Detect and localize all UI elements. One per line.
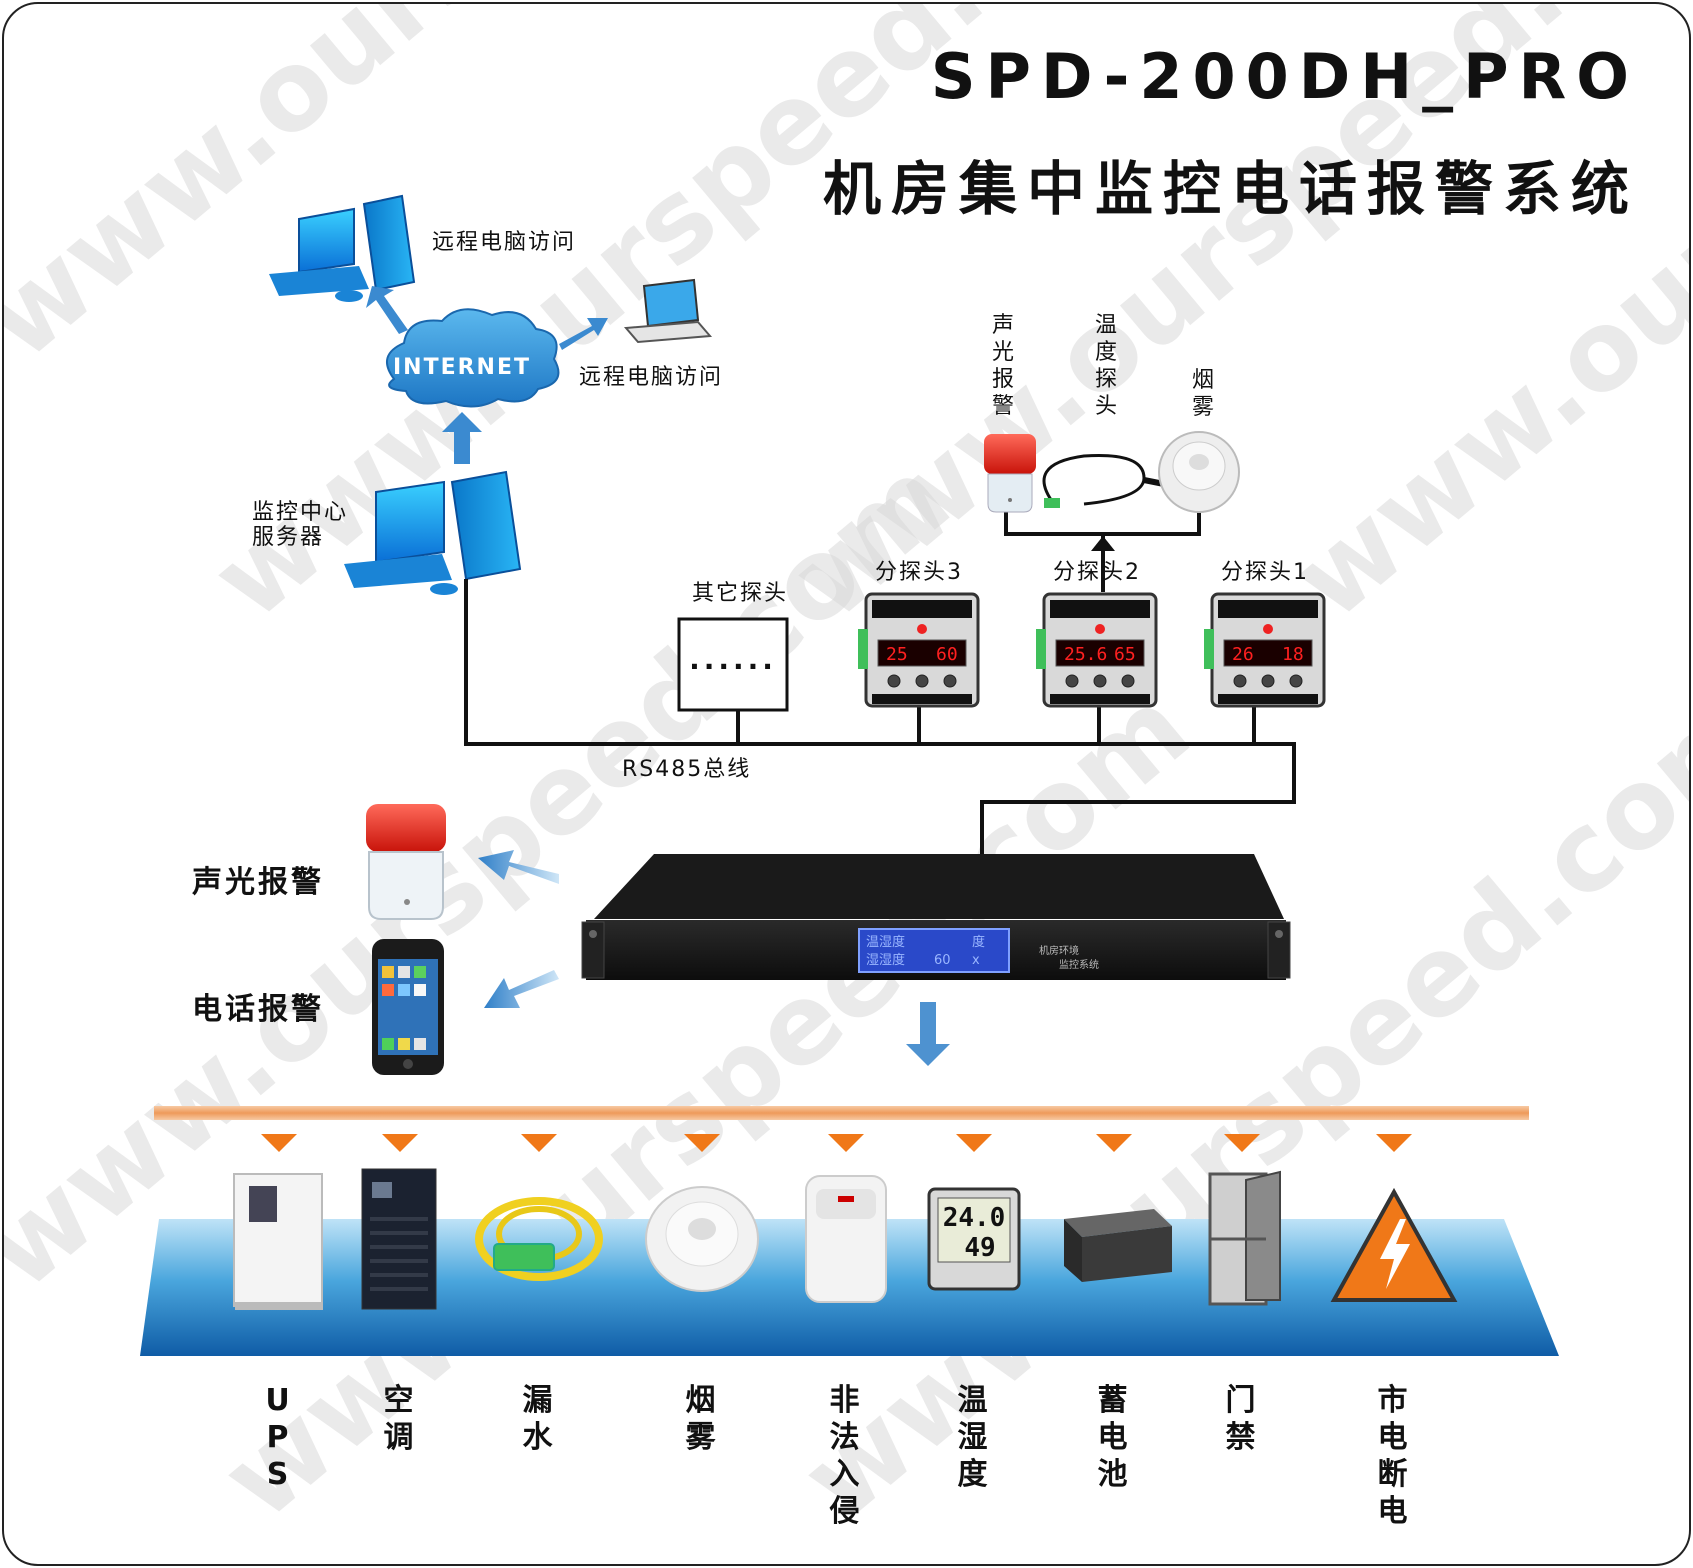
water-leak-icon (475, 1197, 603, 1281)
title-model: SPD-200DH_PRO (931, 40, 1639, 113)
top-sound-light-alarm-icon (984, 434, 1036, 513)
main-lcd-display (858, 928, 1010, 973)
remote-desktop-pc-icon (269, 194, 416, 302)
title-name: 机房集中监控电话报警系统 (823, 155, 1639, 223)
probe-unit-3: 分探头3 25 60 (858, 560, 980, 708)
top-sensor-label-1: 声光报警 (992, 313, 1016, 419)
equipment-label: 空调 (384, 1383, 417, 1455)
equipment-6: 24.049 温湿度 (927, 1134, 1021, 1492)
thermo-temp-readout: 24.0 (943, 1203, 1006, 1233)
down-triangle-icon (382, 1134, 418, 1152)
arrow-server-to-internet-icon (442, 412, 482, 464)
top-sensor-label-2: 温度探头 (1095, 313, 1119, 419)
air-conditioner-icon (361, 1168, 437, 1310)
arrow-up-to-remote-pc-icon (366, 286, 408, 334)
probe-unit-1: 分探头1 26 18 (1204, 560, 1326, 708)
probe-unit-temp: 26 (1232, 644, 1254, 665)
arrow-to-sound-alarm-icon (478, 850, 559, 884)
equipment-label: 门禁 (1226, 1383, 1259, 1455)
phone-alarm-label: 电话报警 (192, 992, 324, 1027)
main-lcd-mid: 60 (934, 953, 951, 968)
remote-pc-label-1: 远程电脑访问 (432, 230, 576, 255)
arrow-to-phone-alarm-icon (484, 970, 559, 1008)
server-label-line1: 监控中心 (252, 500, 348, 525)
probe-unit-label: 分探头3 (875, 560, 963, 585)
equipment-7: 蓄电池 (1064, 1134, 1172, 1492)
equipment-label: 非法入侵 (829, 1383, 863, 1529)
main-controller-unit: 温湿度 湿湿度 60 度 x 机房环境 监控系统 (581, 854, 1291, 980)
main-lcd-line2: 湿湿度 (866, 952, 905, 968)
down-triangle-icon (956, 1134, 992, 1152)
probe-unit-temp: 25 (886, 644, 908, 665)
equipment-bus-bar (154, 1106, 1529, 1120)
thermo-hum-readout: 49 (964, 1233, 995, 1263)
diagram-canvas: www.ourspeed.com www.ourspeed.com www.ou… (4, 4, 1689, 1544)
probe-unit-hum: 65 (1114, 644, 1136, 665)
server-label-line2: 服务器 (252, 525, 324, 550)
other-probe-box (677, 617, 789, 712)
down-triangle-icon (261, 1134, 297, 1152)
down-triangle-icon (1224, 1134, 1260, 1152)
battery-icon (1064, 1209, 1172, 1282)
equipment-8: 门禁 (1208, 1134, 1281, 1455)
door-icon (1208, 1170, 1281, 1306)
down-triangle-icon (521, 1134, 557, 1152)
equipment-label: 市电断电 (1378, 1383, 1411, 1529)
probe-unit-hum: 18 (1282, 644, 1304, 665)
equipment-label: 烟雾 (686, 1383, 719, 1455)
sound-light-alarm-label: 声光报警 (192, 865, 324, 900)
equipment-4: 烟雾 (645, 1134, 759, 1455)
sensor-join-arrow-icon (1091, 536, 1115, 551)
top-smoke-detector-icon (1158, 431, 1240, 513)
arrow-down-to-equipment-icon (906, 1002, 950, 1066)
equipment-9: 市电断电 (1330, 1134, 1458, 1529)
thermo-hygrometer-icon: 24.049 (927, 1187, 1021, 1291)
equipment-label: 蓄电池 (1098, 1383, 1131, 1492)
phone-alarm-icon (372, 939, 444, 1075)
main-lcd-right2: x (972, 953, 980, 968)
other-probe-label: 其它探头 (692, 581, 788, 606)
probe-unit-label: 分探头2 (1053, 560, 1141, 585)
top-sensor-label-3: 烟雾 (1192, 368, 1216, 420)
probe-unit-2: 分探头2 25.6 65 (1036, 560, 1158, 708)
other-probe-dots: ...... (689, 643, 777, 676)
down-triangle-icon (1096, 1134, 1132, 1152)
smoke-detector-icon (645, 1186, 759, 1292)
remote-pc-label-2: 远程电脑访问 (579, 365, 723, 390)
equipment-5: 非法入侵 (805, 1134, 887, 1529)
monitoring-server-icon (344, 470, 522, 595)
remote-laptop-icon (623, 278, 713, 344)
rs485-bus-label: RS485总线 (622, 757, 751, 782)
internet-label: INTERNET (393, 355, 531, 380)
main-unit-name-line1: 机房环境 (1039, 944, 1079, 957)
internet-cloud-icon (385, 308, 560, 408)
equipment-3: 漏水 (475, 1134, 603, 1455)
probe-unit-hum: 60 (936, 644, 958, 665)
down-triangle-icon (828, 1134, 864, 1152)
arrow-to-laptop-icon (559, 318, 608, 350)
probe-unit-temp: 25.6 (1064, 644, 1107, 665)
equipment-label: 漏水 (523, 1383, 556, 1455)
equipment-2: 空调 (361, 1134, 437, 1455)
power-failure-icon (1330, 1187, 1458, 1302)
down-triangle-icon (1376, 1134, 1412, 1152)
main-unit-name-line2: 监控系统 (1059, 958, 1099, 971)
sound-light-alarm-icon (366, 804, 446, 920)
main-lcd-right1: 度 (972, 934, 985, 950)
intrusion-sensor-icon (805, 1175, 887, 1303)
ups-icon (233, 1173, 323, 1310)
main-lcd-line1: 温湿度 (866, 934, 905, 950)
equipment-label: 温湿度 (958, 1383, 991, 1492)
down-triangle-icon (684, 1134, 720, 1152)
probe-unit-label: 分探头1 (1221, 560, 1309, 585)
probe-units: 分探头3 25 60 分探头2 25.6 65 分探头1 26 18 (858, 560, 1326, 708)
